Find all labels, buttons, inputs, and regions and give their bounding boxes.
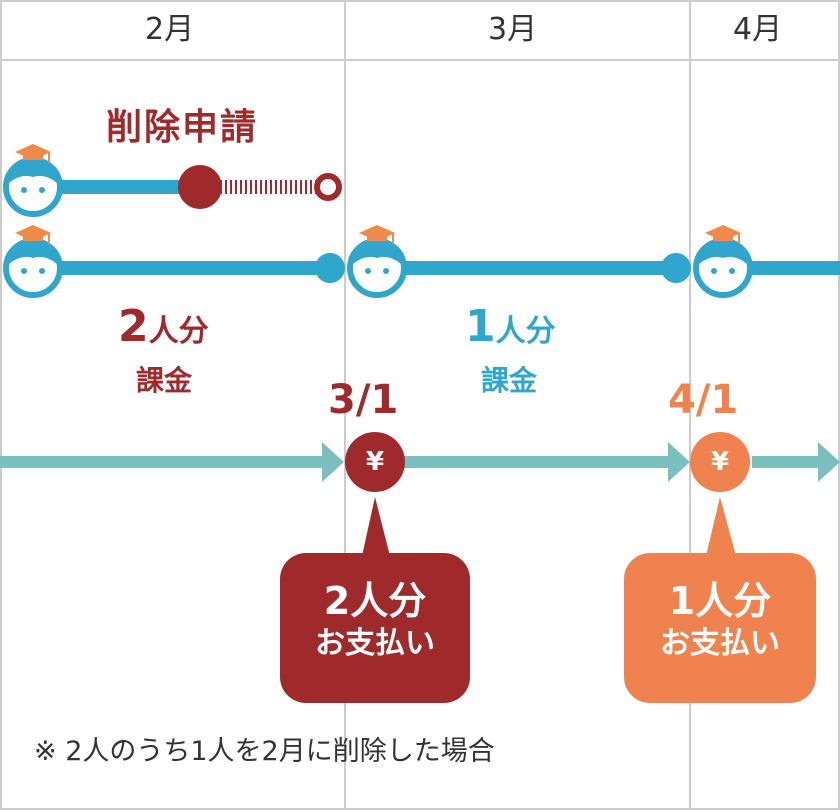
month-header-apr: 4月 (733, 12, 783, 47)
payment-amount-label: 1人分 (668, 579, 772, 623)
payment-yen-icon-mar (345, 432, 405, 492)
delete-end-ring (314, 173, 342, 201)
yen-symbol-mar: ¥ (365, 447, 385, 477)
charge-label-feb: 課金 (136, 364, 193, 397)
charge-label-mar: 課金 (481, 364, 538, 397)
charge-count-unit: 人分 (495, 314, 556, 349)
delete-request-title: 削除申請 (106, 107, 259, 148)
payment-bubble-apr (624, 497, 816, 703)
timeline-arrow-mar (404, 442, 690, 482)
delete-request-dot (178, 165, 222, 209)
charge-count-feb: 2人分 (118, 305, 209, 349)
payment-bubble-text-mar: 2人分 お支払い (280, 579, 470, 663)
payment-bubble-mar (280, 497, 470, 703)
avatar-icon (347, 225, 407, 298)
payment-date-mar: 3/1 (328, 377, 399, 423)
payment-action-label: お支払い (660, 625, 780, 661)
payment-yen-icon-apr (690, 432, 750, 492)
charge-count-mar: 1人分 (465, 305, 556, 349)
payment-amount-label: 2人分 (323, 579, 427, 623)
month-header-feb: 2月 (145, 12, 195, 47)
charge-count-number: 2 (118, 301, 149, 352)
yen-symbol-apr: ¥ (710, 447, 730, 477)
charge-count-number: 1 (465, 301, 496, 352)
timeline-arrow-feb (0, 442, 344, 482)
member-line-mar-end (661, 253, 691, 283)
charge-count-unit: 人分 (148, 314, 209, 349)
avatar-icon (3, 225, 63, 298)
payment-date-apr: 4/1 (668, 377, 739, 423)
timeline-arrow-apr (752, 442, 840, 482)
payment-action-label: お支払い (315, 625, 435, 661)
member-line-feb-end (315, 253, 345, 283)
month-header-mar: 3月 (488, 12, 538, 47)
avatar-icon (3, 144, 63, 217)
payment-bubble-text-apr: 1人分 お支払い (624, 579, 816, 663)
footnote: ※ 2人のうち1人を2月に削除した場合 (34, 736, 495, 767)
avatar-icon (693, 225, 753, 298)
